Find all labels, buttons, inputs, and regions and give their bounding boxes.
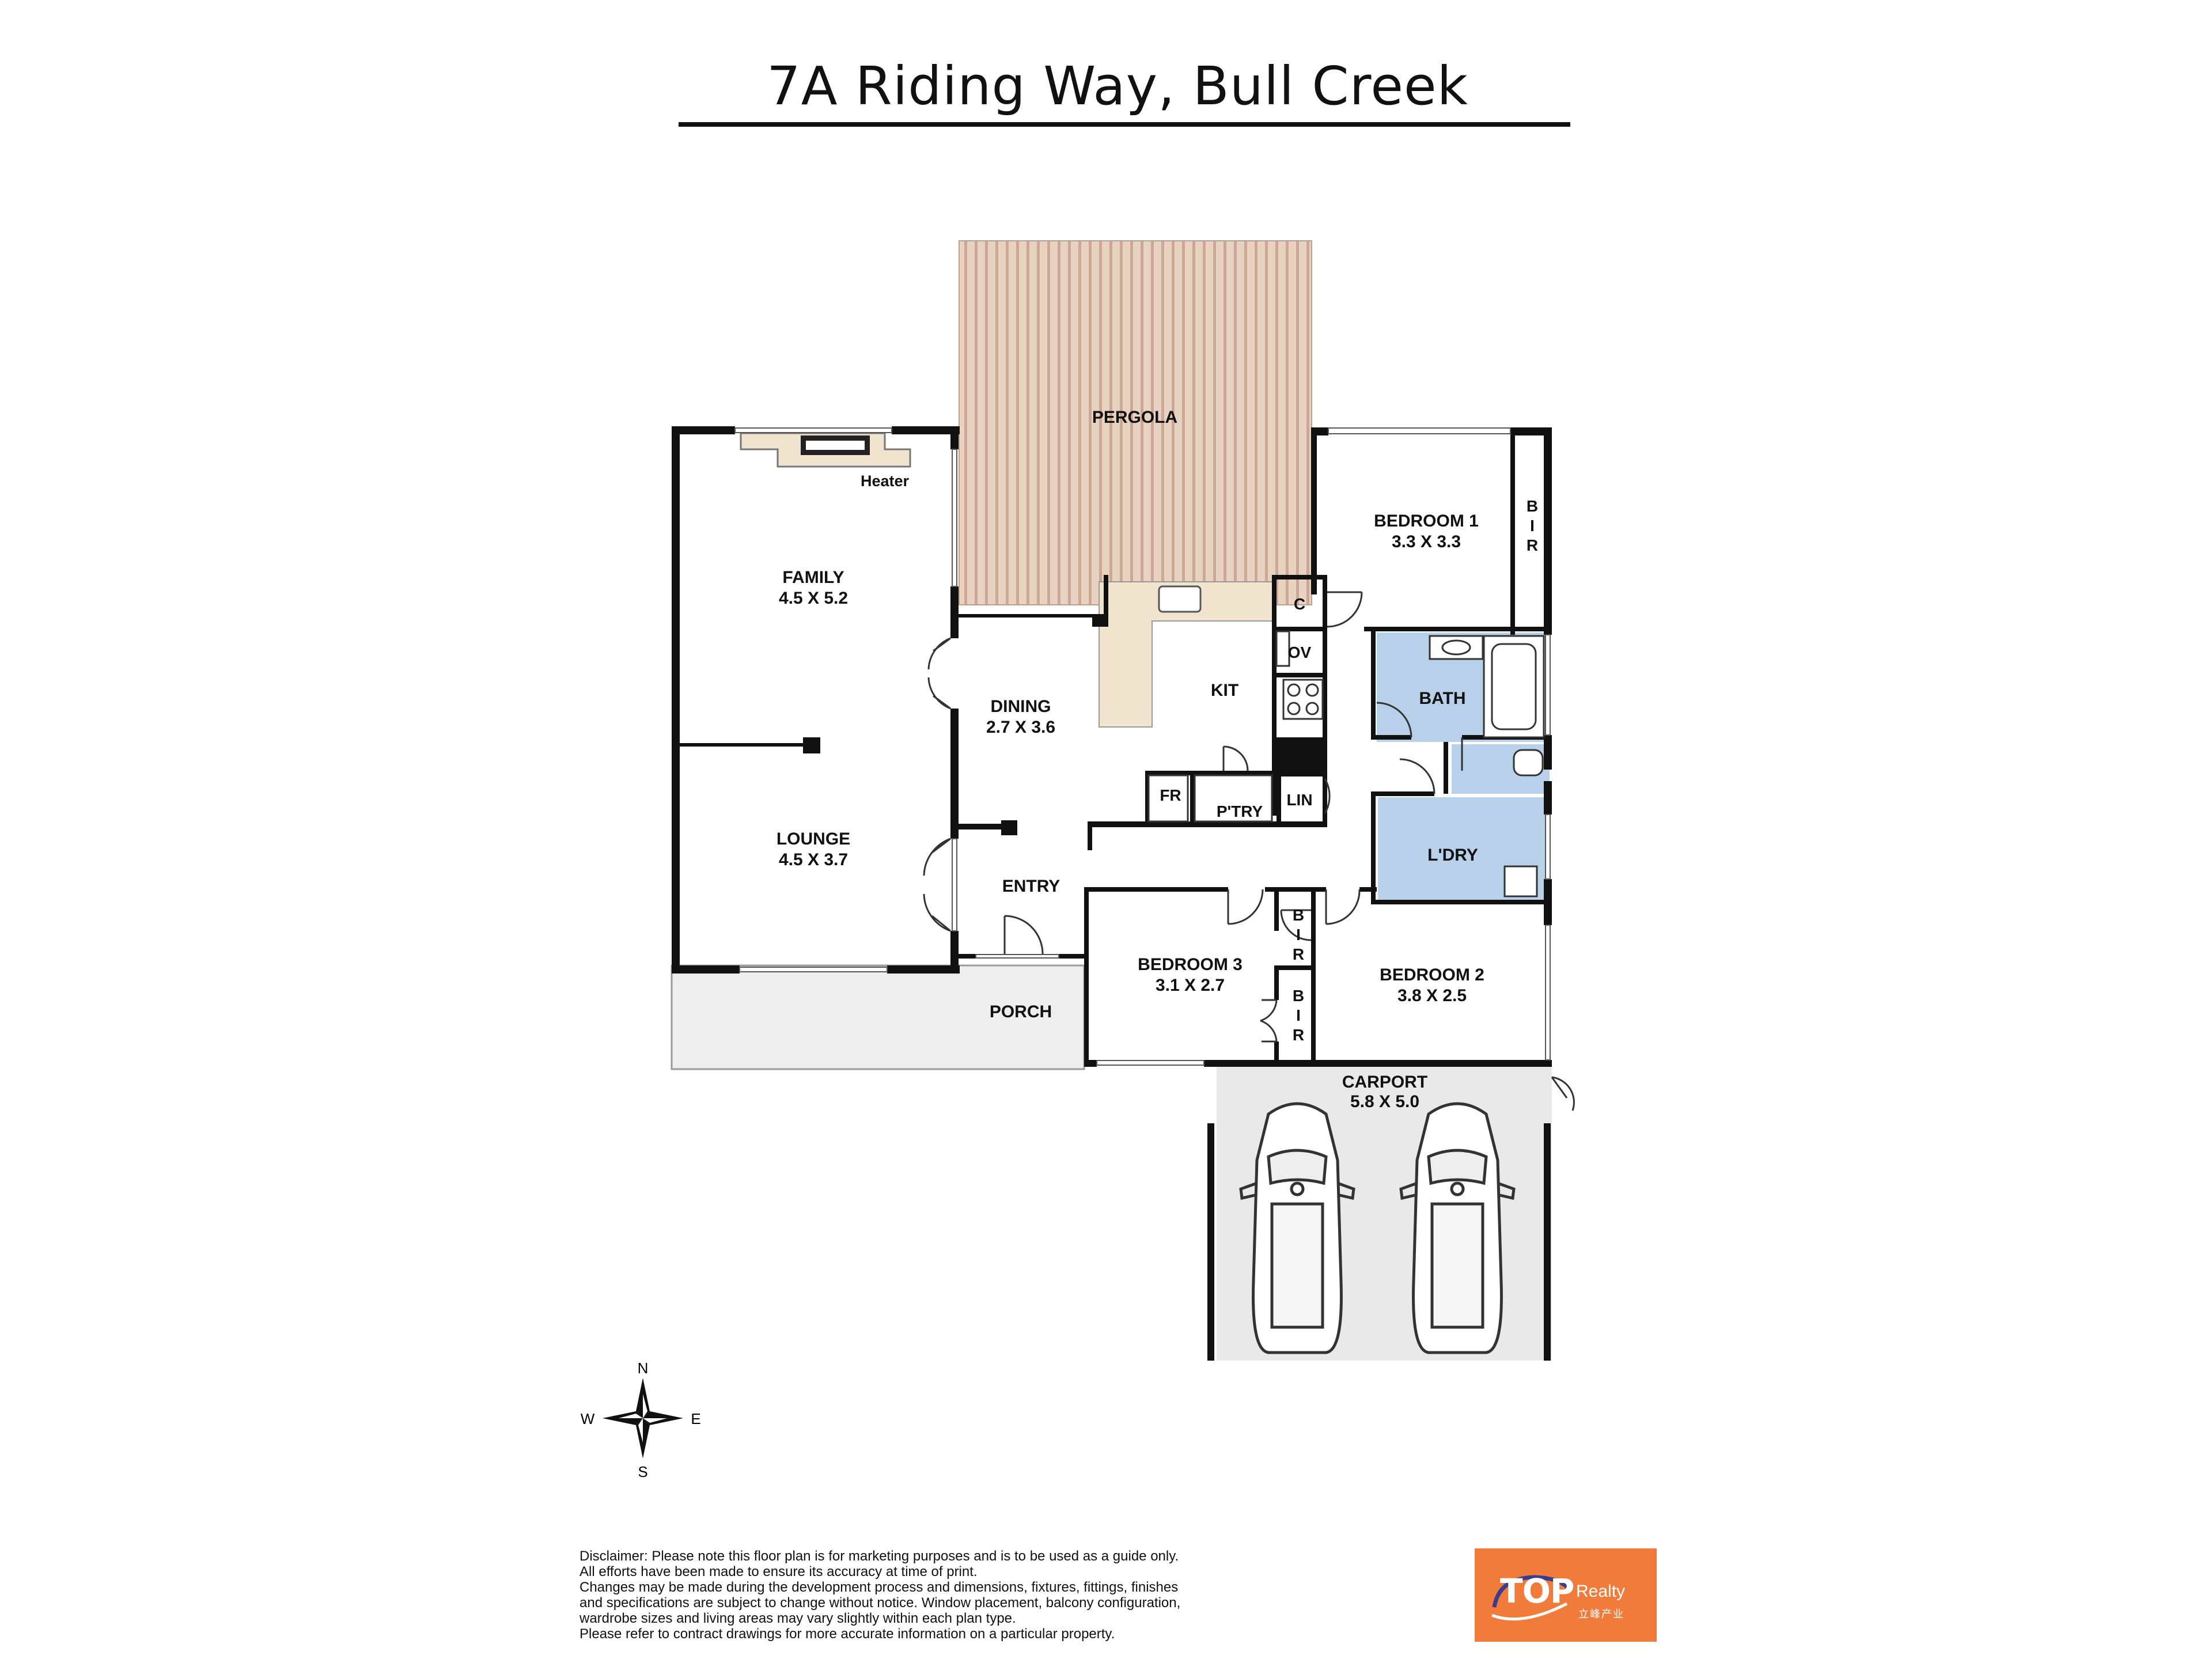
bir2-letter-r: R	[1293, 945, 1304, 963]
doors	[923, 591, 1575, 1111]
compass-east: E	[691, 1410, 700, 1427]
bath-label: BATH	[1419, 689, 1465, 708]
bedroom2-size: 3.8 X 2.5	[1397, 986, 1467, 1005]
laundry-tub	[1503, 865, 1538, 897]
logo-swoosh-icon	[1491, 1575, 1570, 1621]
compass-icon: N S E W	[581, 1359, 701, 1480]
bir1-letter-b: B	[1527, 497, 1538, 515]
fr-label: FR	[1160, 786, 1181, 804]
bir2-letter-i: I	[1296, 926, 1301, 944]
carport-label: CARPORT	[1342, 1073, 1427, 1092]
bedroom3-size: 3.1 X 2.7	[1156, 976, 1225, 995]
disclaimer-text: Disclaimer: Please note this floor plan …	[579, 1548, 1271, 1642]
pantry-box	[1194, 774, 1273, 823]
ov-label: OV	[1288, 643, 1312, 661]
lin-label: LIN	[1286, 791, 1312, 809]
dining-label: DINING	[991, 697, 1051, 716]
bir3-letter-b: B	[1293, 987, 1304, 1005]
heater-label: Heater	[861, 472, 910, 490]
ptry-label: P'TRY	[1217, 802, 1263, 820]
lounge-size: 4.5 X 3.7	[779, 850, 848, 869]
room-labels: PERGOLA Heater FAMILY 4.5 X 5.2 LOUNGE 4…	[777, 408, 1538, 1111]
windows	[734, 427, 1551, 1066]
kit-label: KIT	[1211, 681, 1238, 700]
top-realty-logo: TOP Realty 立峰产业	[1475, 1548, 1657, 1642]
bedroom3-label: BEDROOM 3	[1138, 955, 1243, 974]
title-underline	[679, 122, 1570, 127]
logo-chinese: 立峰产业	[1578, 1608, 1624, 1620]
toilet-icon	[1513, 749, 1544, 777]
logo-brand: TOP	[1500, 1571, 1574, 1611]
lounge-label: LOUNGE	[777, 830, 850, 849]
disclaimer-line: wardrobe sizes and living areas may vary…	[579, 1611, 1016, 1626]
bedroom2-label: BEDROOM 2	[1380, 965, 1484, 984]
car-icon-left	[1239, 1102, 1355, 1354]
family-label: FAMILY	[782, 568, 844, 587]
porch-label: PORCH	[990, 1002, 1052, 1021]
c-label: C	[1294, 595, 1305, 613]
pergola-area	[959, 240, 1312, 605]
carport-size: 5.8 X 5.0	[1350, 1092, 1419, 1111]
disclaimer-line: and specifications are subject to change…	[579, 1595, 1181, 1611]
bedroom1-size: 3.3 X 3.3	[1392, 532, 1461, 551]
disclaimer-line: Please refer to contract drawings for mo…	[579, 1626, 1115, 1642]
bir3-letter-r: R	[1293, 1026, 1304, 1044]
bir1-letter-r: R	[1527, 536, 1538, 554]
pergola-label: PERGOLA	[1092, 408, 1177, 427]
logo-sub: Realty	[1576, 1582, 1626, 1601]
kitchen-bench	[1099, 581, 1275, 728]
fixtures	[1147, 630, 1545, 897]
fridge-icon	[1147, 774, 1189, 823]
walls	[672, 426, 1552, 1361]
compass-south: S	[638, 1463, 647, 1480]
family-size: 4.5 X 5.2	[779, 589, 848, 608]
compass-west: W	[581, 1410, 595, 1427]
car-icon-right	[1399, 1102, 1516, 1354]
bir2-letter-b: B	[1293, 906, 1304, 924]
entry-label: ENTRY	[1002, 877, 1060, 896]
compass-north: N	[638, 1359, 649, 1377]
bedroom1-label: BEDROOM 1	[1374, 512, 1479, 531]
heater-icon	[740, 432, 911, 468]
bir1-letter-i: I	[1530, 517, 1535, 535]
disclaimer-line: All efforts have been made to ensure its…	[579, 1564, 978, 1580]
dining-size: 2.7 X 3.6	[986, 718, 1055, 737]
ldry-label: L'DRY	[1427, 846, 1478, 865]
disclaimer-line: Disclaimer: Please note this floor plan …	[579, 1548, 1179, 1564]
bir3-letter-i: I	[1296, 1006, 1301, 1024]
oven-icon	[1275, 630, 1290, 667]
page-title: 7A Riding Way, Bull Creek	[767, 55, 1468, 117]
disclaimer-line: Changes may be made during the developme…	[579, 1580, 1179, 1595]
